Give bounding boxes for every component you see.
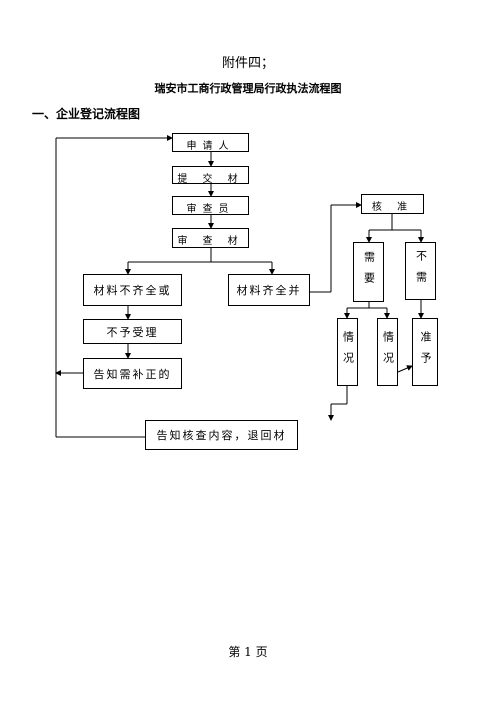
box-notify-supplement: 告知需补正的: [83, 358, 182, 389]
box-materials-complete: 材料齐全并: [228, 274, 310, 306]
page-number: 第 1 页: [228, 645, 268, 659]
box-applicant: 申请人: [172, 133, 249, 152]
box-not-accepted: 不予受理: [83, 319, 182, 344]
section-heading: 一、企业登记流程图: [32, 107, 141, 121]
arrow-case2-grant: [397, 365, 413, 373]
box-no-need: 不需: [405, 242, 436, 300]
box-case-2: 情况: [377, 318, 398, 386]
box-case-1: 情况: [337, 318, 358, 386]
box-approve: 核 准: [361, 194, 424, 214]
box-review-materials: 审 查 材: [172, 228, 249, 248]
box-materials-incomplete: 材料不齐全或: [83, 274, 182, 306]
attachment-label: 附件四；: [221, 56, 274, 71]
box-reviewer: 审查员: [172, 196, 249, 215]
box-notify-return: 告知核查内容，退回材: [145, 420, 298, 450]
box-grant: 准予: [412, 318, 438, 386]
box-submit-materials: 提 交 材: [172, 166, 249, 184]
box-need: 需要: [353, 242, 384, 302]
document-title: 瑞安市工商行政管理局行政执法流程图: [154, 82, 342, 95]
